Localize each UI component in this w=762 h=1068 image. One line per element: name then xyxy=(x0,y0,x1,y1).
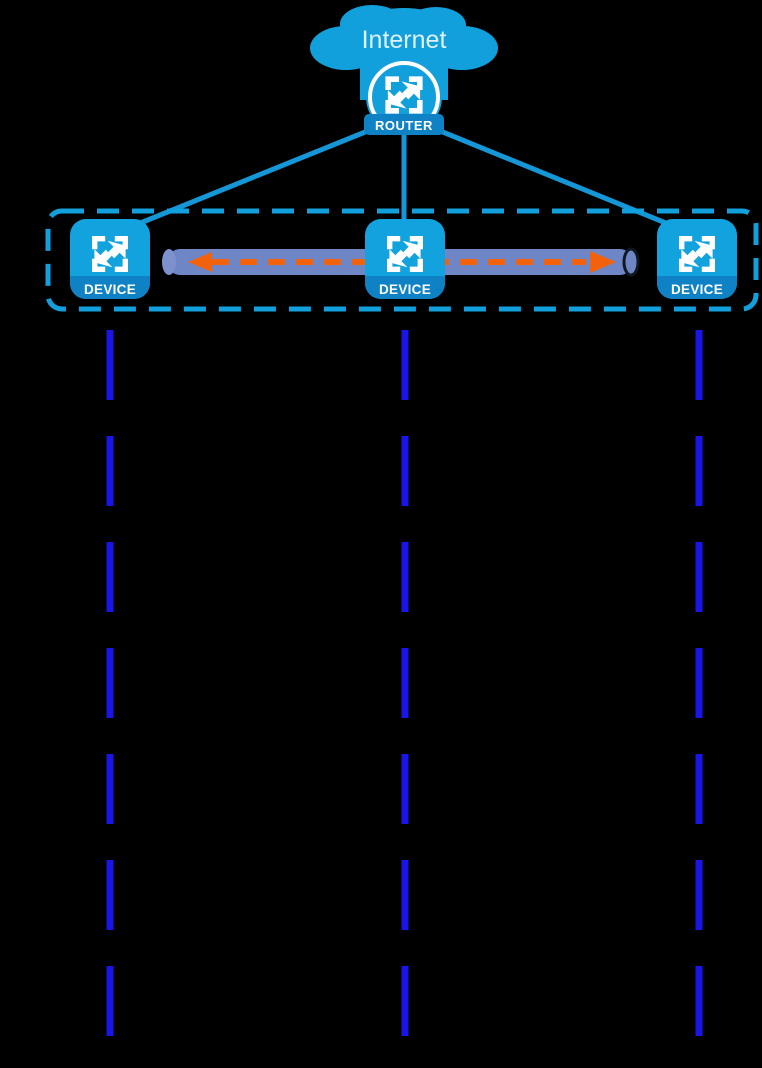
tube-right xyxy=(426,247,640,277)
tube-left-cap xyxy=(162,249,176,275)
tube-left xyxy=(162,249,386,275)
swimlanes xyxy=(106,330,703,1068)
device-left-label-band xyxy=(70,276,150,299)
device-left-node[interactable]: DEVICE xyxy=(70,219,150,299)
device-left-label: DEVICE xyxy=(84,282,136,297)
router-label-band xyxy=(364,114,444,135)
device-center-label: DEVICE xyxy=(379,282,431,297)
device-right-node[interactable]: DEVICE xyxy=(657,219,737,299)
internet-cloud[interactable]: Internet xyxy=(310,5,498,70)
tube-left-arrowhead xyxy=(188,252,212,272)
device-right-label-band xyxy=(657,276,737,299)
tube-right-opening xyxy=(622,247,640,277)
tube-right-arrowhead xyxy=(590,251,616,273)
device-right-label: DEVICE xyxy=(671,282,723,297)
router-label: ROUTER xyxy=(375,118,433,133)
router-node[interactable]: ROUTER xyxy=(364,59,444,135)
device-center-label-band xyxy=(365,276,445,299)
dashed-group-boundary xyxy=(45,208,759,312)
device-center-node[interactable]: DEVICE xyxy=(365,219,445,299)
cloud-icon xyxy=(310,5,498,70)
cloud-label: Internet xyxy=(362,26,447,54)
